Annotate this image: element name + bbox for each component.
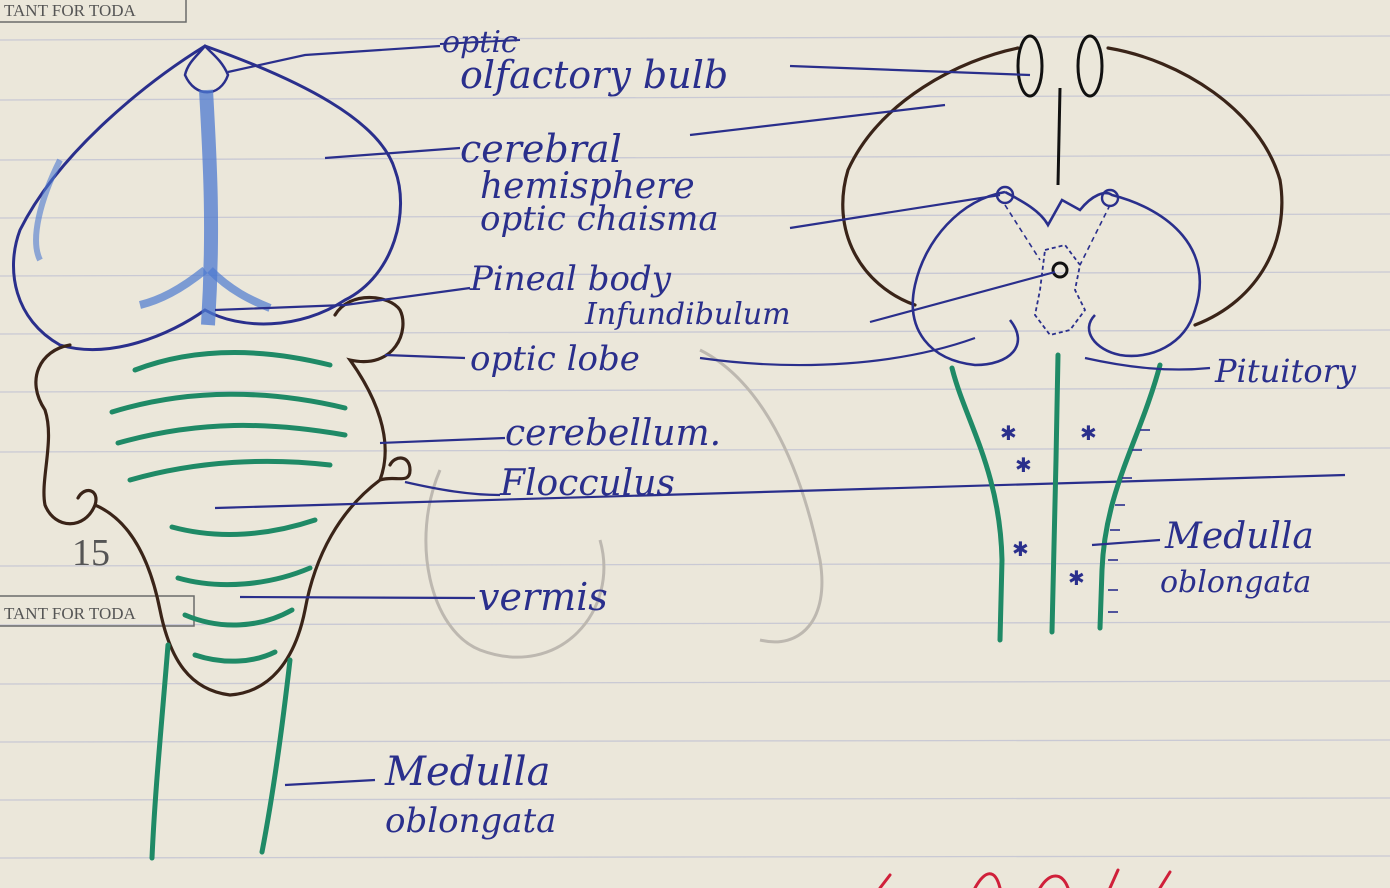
medulla-label-left: Medulla xyxy=(384,749,550,795)
oblongata-label-right: oblongata xyxy=(1160,565,1311,600)
optic-lobe-cerebellum-outline xyxy=(36,298,410,696)
olfactory-bulb-label: olfactory bulb xyxy=(460,53,728,97)
cerebral-label: cerebral xyxy=(460,127,622,171)
optic-lobe-label: optic lobe xyxy=(470,339,640,379)
svg-text:✱: ✱ xyxy=(1068,566,1085,590)
optic-chiasma-label: optic chaisma xyxy=(480,199,719,239)
medulla-oblongata-left xyxy=(152,645,290,858)
midline-fissure-wash xyxy=(206,90,211,325)
medulla-label-right: Medulla xyxy=(1164,516,1314,557)
cerebellum-label: cerebellum. xyxy=(505,413,721,454)
svg-text:✱: ✱ xyxy=(1000,421,1017,445)
stamp-text-mid: TANT FOR TODA xyxy=(4,604,137,623)
header-stamp: TANT FOR TODA xyxy=(0,0,186,22)
red-ink-fragment xyxy=(880,870,1170,888)
infundibulum-shape xyxy=(1035,245,1085,335)
olfactory-bulb-right-a xyxy=(1018,36,1042,96)
infundibulum-label: Infundibulum xyxy=(584,297,791,332)
stamp-text-top: TANT FOR TODA xyxy=(4,1,137,20)
page-number: 15 xyxy=(72,532,110,574)
olfactory-bulb-right-b xyxy=(1078,36,1102,96)
left-brain-dorsal-view: optic olfactory bulb cerebral hemisphere… xyxy=(13,25,1345,858)
ventral-optic-lobes xyxy=(913,192,1200,365)
medulla-oblongata-right xyxy=(952,355,1160,640)
pituitary-label: Pituitory xyxy=(1214,352,1357,390)
ventral-cerebral-outline xyxy=(843,48,1282,325)
svg-text:✱: ✱ xyxy=(1080,421,1097,445)
flocculus-label: Flocculus xyxy=(499,463,675,504)
svg-text:✱: ✱ xyxy=(1015,453,1032,477)
middle-stamp: TANT FOR TODA xyxy=(0,596,194,626)
vermis-label: vermis xyxy=(478,575,608,619)
pineal-body-label: Pineal body xyxy=(469,259,672,299)
oblongata-label-left: oblongata xyxy=(385,801,556,841)
svg-text:✱: ✱ xyxy=(1012,537,1029,561)
